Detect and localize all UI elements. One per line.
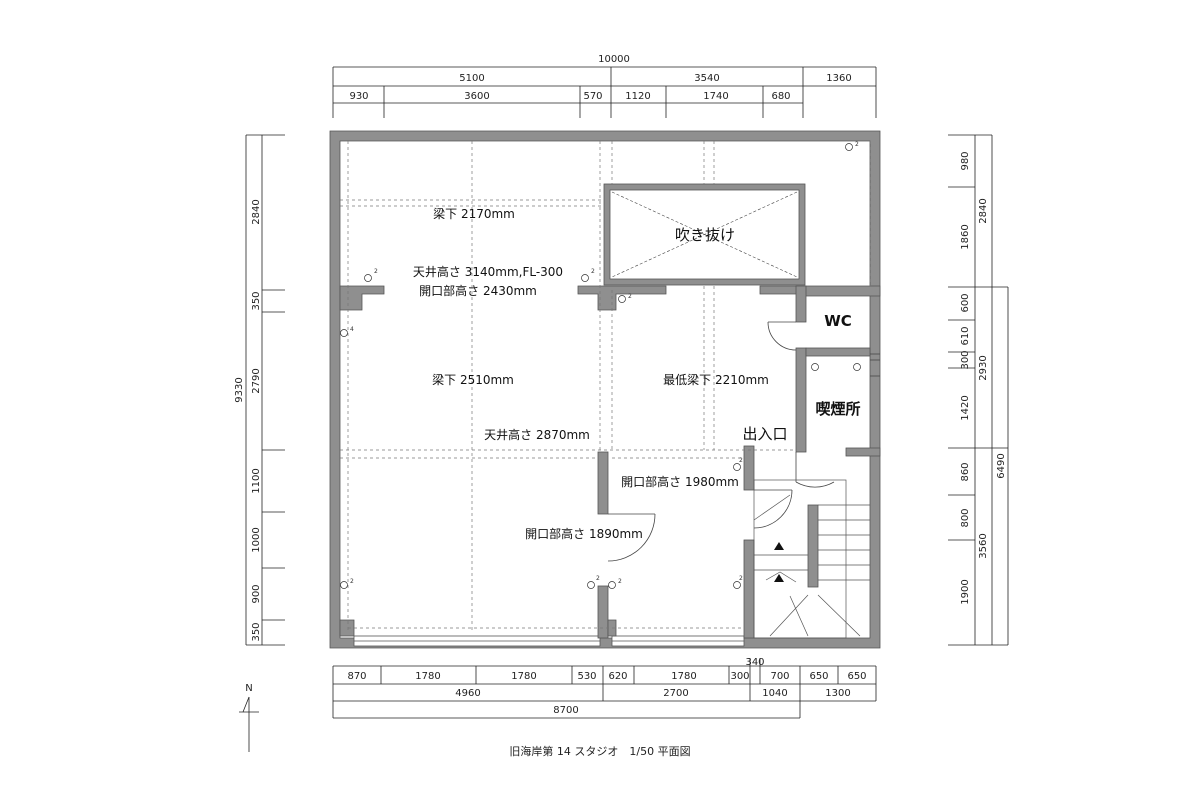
dim-left-6: 350 bbox=[251, 622, 262, 641]
svg-text:2: 2 bbox=[618, 578, 622, 585]
dim-top-r2-3: 1120 bbox=[625, 91, 650, 102]
void-area bbox=[603, 183, 806, 286]
dim-top-total: 10000 bbox=[598, 54, 630, 65]
dim-bottom-r1-3: 530 bbox=[577, 671, 596, 682]
dim-left-5: 900 bbox=[251, 584, 262, 603]
beam-lines bbox=[340, 141, 871, 630]
dim-bottom-r1-4: 620 bbox=[608, 671, 627, 682]
dim-bottom-r1-9: 650 bbox=[847, 671, 866, 682]
dim-left-2: 2790 bbox=[251, 368, 262, 393]
dim-bottom-single: 340 bbox=[745, 657, 764, 668]
dim-bottom-total: 8700 bbox=[553, 705, 578, 716]
dim-right-r2-0: 2840 bbox=[978, 198, 989, 223]
dim-right-r1-0: 980 bbox=[960, 151, 971, 170]
staircase bbox=[753, 479, 870, 639]
dim-bottom-r1-2: 1780 bbox=[511, 671, 536, 682]
dim-left-total: 9330 bbox=[234, 377, 245, 402]
dim-top-r2-4: 1740 bbox=[703, 91, 728, 102]
ceiling-height-label-2: 天井高さ 2870mm bbox=[484, 427, 590, 442]
svg-text:2: 2 bbox=[596, 575, 600, 582]
dim-left-3: 1100 bbox=[251, 468, 262, 493]
dim-bottom-r2-2: 1040 bbox=[762, 688, 787, 699]
svg-text:2: 2 bbox=[739, 575, 743, 582]
beam-height-label-1: 梁下 2170mm bbox=[433, 206, 515, 221]
dim-bottom-r1-7: 700 bbox=[770, 671, 789, 682]
dim-bottom-r2-1: 2700 bbox=[663, 688, 688, 699]
svg-text:2: 2 bbox=[739, 457, 743, 464]
svg-text:4: 4 bbox=[350, 326, 354, 333]
dim-top-r2-0: 930 bbox=[349, 91, 368, 102]
dim-top-r1-2: 1360 bbox=[826, 73, 851, 84]
dim-left-4: 1000 bbox=[251, 527, 262, 552]
dim-left-1: 350 bbox=[251, 291, 262, 310]
dim-right-r1-6: 860 bbox=[960, 462, 971, 481]
dim-bottom-r1-6: 300 bbox=[730, 671, 749, 682]
outlets bbox=[340, 143, 861, 589]
svg-text:2: 2 bbox=[591, 268, 595, 275]
beam-height-label-2: 梁下 2510mm bbox=[432, 372, 514, 387]
void-label: 吹き抜け bbox=[675, 226, 735, 244]
svg-text:2: 2 bbox=[350, 578, 354, 585]
dimension-lines bbox=[245, 66, 1009, 719]
dim-bottom-r1-8: 650 bbox=[809, 671, 828, 682]
wc-label: WC bbox=[824, 312, 852, 330]
dim-top-r1-0: 5100 bbox=[459, 73, 484, 84]
dim-top-r2-5: 680 bbox=[771, 91, 790, 102]
stair-arrow-icon bbox=[774, 542, 784, 550]
min-beam-height-label: 最低梁下 2210mm bbox=[663, 372, 769, 387]
opening-height-label-3: 開口部高さ 1890mm bbox=[525, 526, 643, 541]
svg-text:N: N bbox=[245, 683, 252, 694]
drawing-title: 旧海岸第 14 スタジオ 1/50 平面図 bbox=[509, 744, 690, 758]
dim-bottom-r1-0: 870 bbox=[347, 671, 366, 682]
opening-height-label-1: 開口部高さ 2430mm bbox=[419, 283, 537, 298]
dim-right-r1-7: 800 bbox=[960, 508, 971, 527]
dim-top-r1-1: 3540 bbox=[694, 73, 719, 84]
dim-top-r2-1: 3600 bbox=[464, 91, 489, 102]
dim-top-r2-2: 570 bbox=[583, 91, 602, 102]
outlet-labels: 2 2 2 2 4 2 2 2 2 2 bbox=[350, 141, 859, 585]
dim-right-r1-8: 1900 bbox=[960, 579, 971, 604]
ceiling-height-label-1: 天井高さ 3140mm,FL-300 bbox=[413, 264, 563, 279]
dim-right-r1-1: 1860 bbox=[960, 224, 971, 249]
smoking-room-label: 喫煙所 bbox=[815, 400, 860, 418]
dim-right-r2-1: 2930 bbox=[978, 355, 989, 380]
dim-right-r1-3: 610 bbox=[960, 326, 971, 345]
outer-walls bbox=[329, 130, 881, 649]
doors bbox=[607, 321, 880, 562]
svg-text:2: 2 bbox=[374, 268, 378, 275]
north-arrow-icon: N bbox=[239, 683, 259, 752]
dim-left-0: 2840 bbox=[251, 199, 262, 224]
opening-height-label-2: 開口部高さ 1980mm bbox=[621, 474, 739, 489]
svg-text:2: 2 bbox=[628, 293, 632, 300]
dim-bottom-r1-5: 1780 bbox=[671, 671, 696, 682]
dim-right-r2-2: 3560 bbox=[978, 533, 989, 558]
entrance-label: 出入口 bbox=[742, 425, 787, 443]
stair-arrow-icon bbox=[774, 574, 784, 582]
dim-right-r1-2: 600 bbox=[960, 293, 971, 312]
dim-right-total: 6490 bbox=[996, 453, 1007, 478]
dim-bottom-r2-3: 1300 bbox=[825, 688, 850, 699]
dim-right-r1-5: 1420 bbox=[960, 395, 971, 420]
dim-bottom-r1-1: 1780 bbox=[415, 671, 440, 682]
svg-text:2: 2 bbox=[855, 141, 859, 148]
dim-right-r1-4: 300 bbox=[960, 350, 971, 369]
dim-bottom-r2-0: 4960 bbox=[455, 688, 480, 699]
